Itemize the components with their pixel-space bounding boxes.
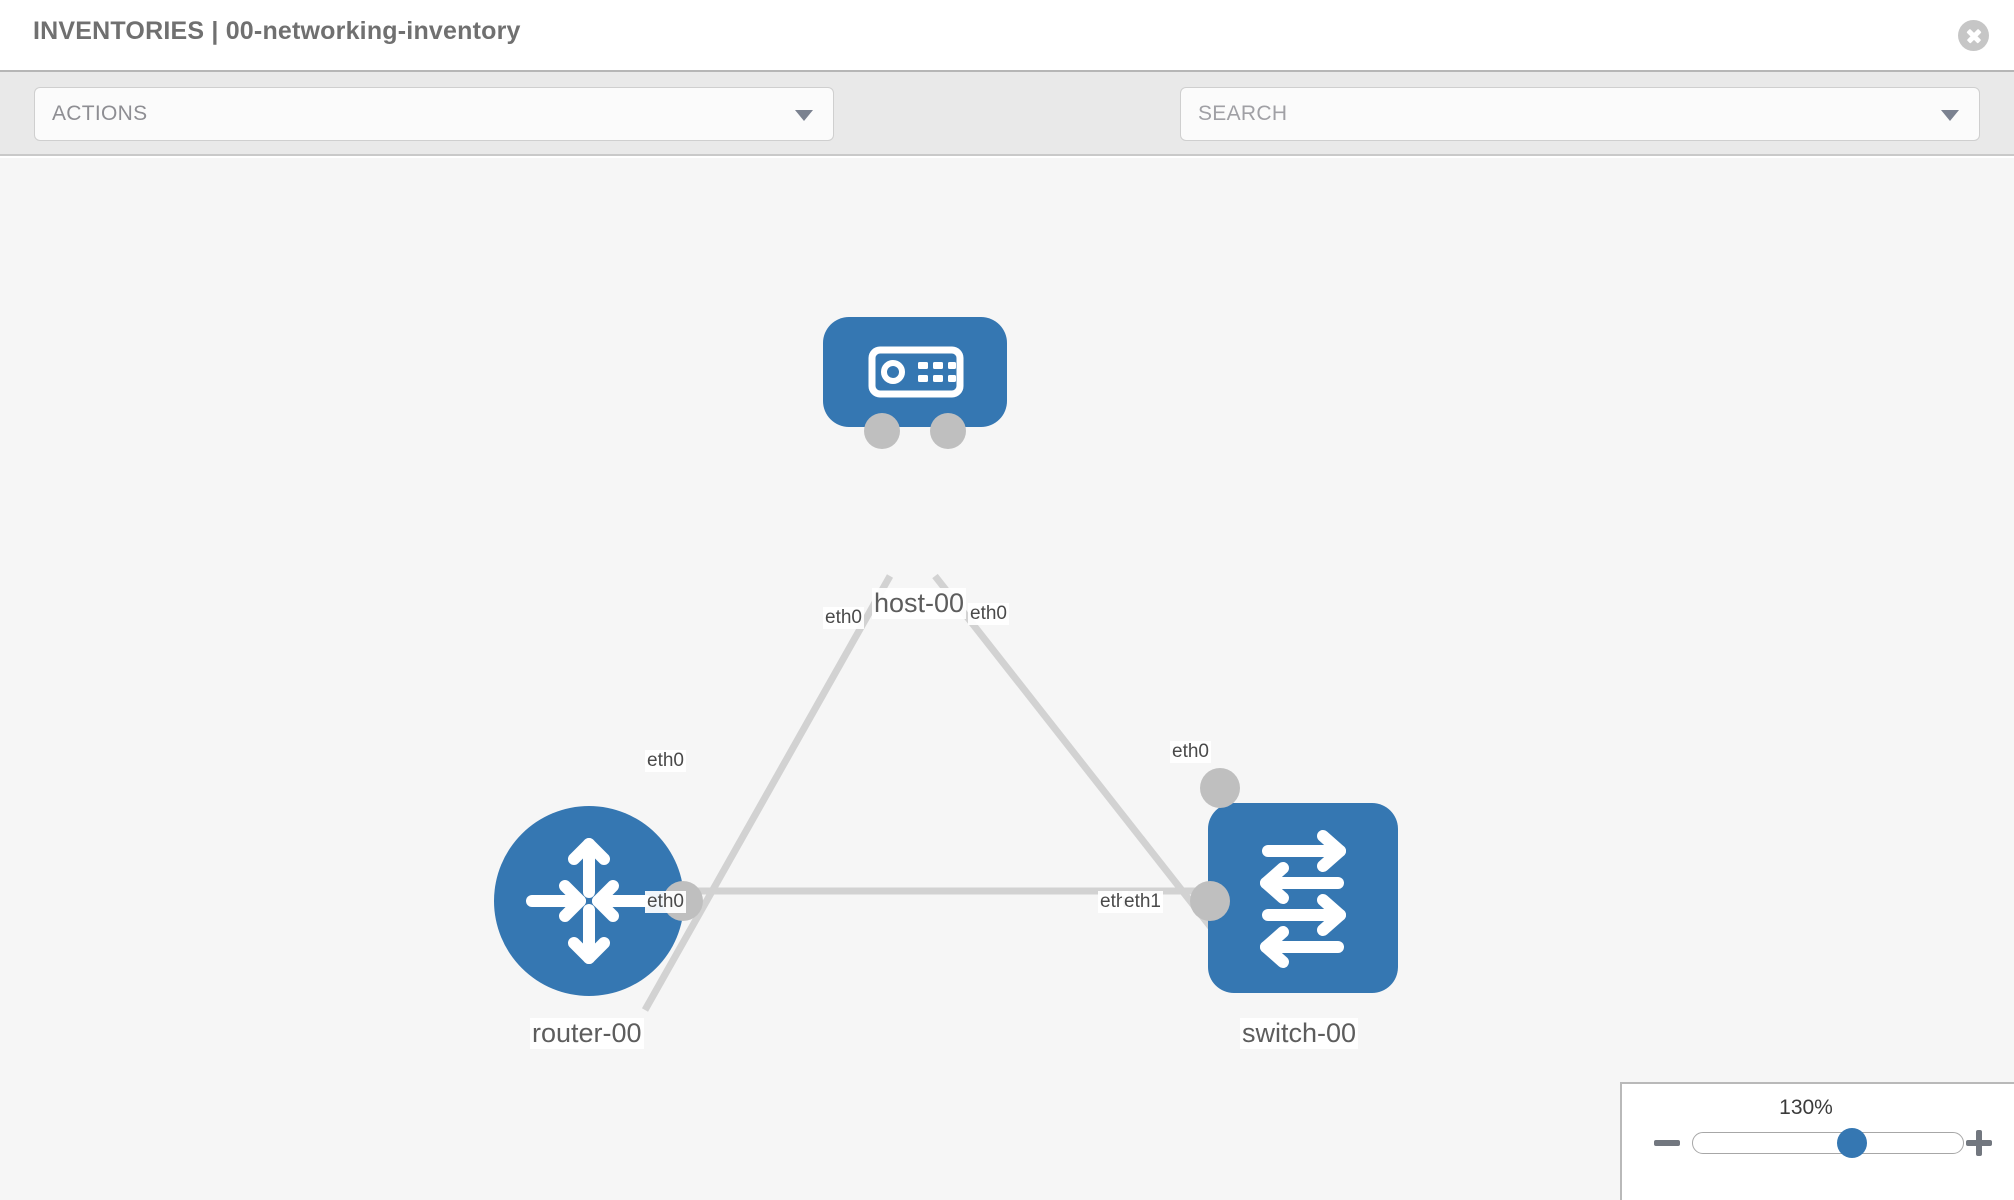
chevron-down-icon (795, 110, 813, 121)
port-host-eth0-left[interactable] (864, 413, 900, 449)
server-icon (868, 346, 964, 398)
zoom-slider-thumb[interactable] (1837, 1128, 1868, 1158)
window-header: INVENTORIES | 00-networking-inventory (0, 0, 2014, 70)
zoom-control-panel: 130% (1620, 1082, 2014, 1200)
topology-canvas[interactable]: host-00 eth0 eth0 (0, 158, 2014, 1200)
page-title: INVENTORIES | 00-networking-inventory (33, 17, 521, 45)
zoom-out-button[interactable] (1654, 1130, 1680, 1156)
edge-host-router (641, 574, 894, 1012)
port-switch-eth0-top[interactable] (1200, 768, 1240, 808)
search-input[interactable]: SEARCH (1180, 87, 1980, 141)
port-host-eth0-right[interactable] (930, 413, 966, 449)
node-host-00[interactable] (823, 317, 1007, 427)
port-router-eth0-right[interactable] (663, 881, 703, 921)
close-icon[interactable] (1958, 20, 1989, 51)
toolbar: ACTIONS SEARCH (0, 70, 2014, 205)
actions-dropdown[interactable]: ACTIONS (34, 87, 834, 141)
zoom-in-button[interactable] (1966, 1130, 1992, 1156)
zoom-slider[interactable] (1692, 1128, 1964, 1158)
chevron-down-icon[interactable] (1941, 110, 1959, 121)
search-placeholder: SEARCH (1198, 102, 1288, 125)
actions-dropdown-label: ACTIONS (52, 102, 148, 125)
zoom-level-value: 130% (1779, 1096, 1833, 1119)
topology-edges (641, 573, 1238, 1012)
router-arrows-icon (526, 838, 652, 964)
port-switch-eth1-left[interactable] (1190, 881, 1230, 921)
node-switch-00[interactable] (1208, 803, 1398, 993)
node-router-00[interactable] (494, 806, 684, 996)
switch-arrows-icon (1260, 830, 1346, 968)
